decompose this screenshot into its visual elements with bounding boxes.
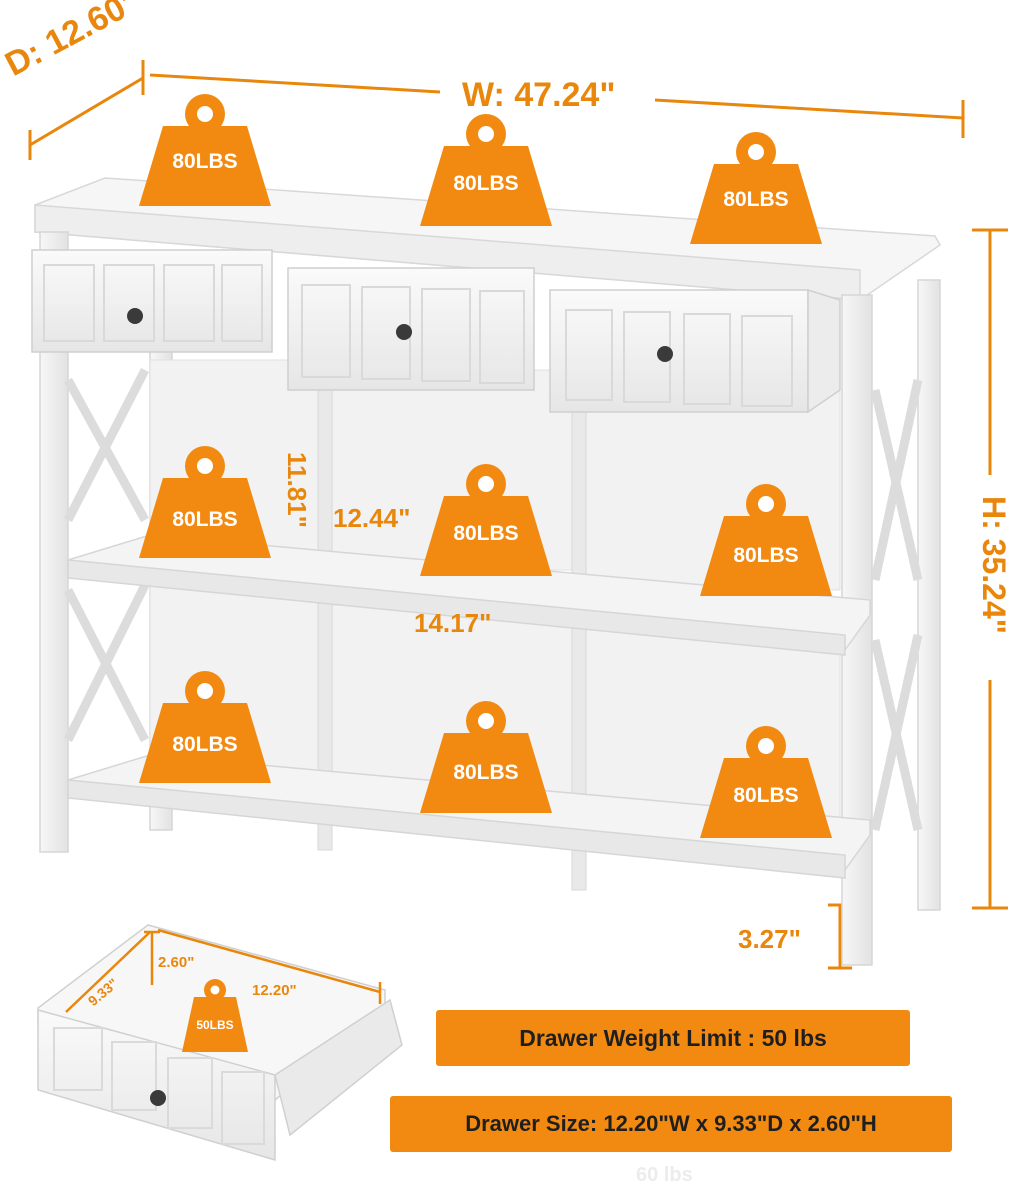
- weight-icon-top-right: 80LBS: [686, 126, 826, 276]
- drawer-size-text: Drawer Size: 12.20"W x 9.33"D x 2.60"H: [465, 1111, 877, 1136]
- table-top: [34, 177, 941, 301]
- drawers: [31, 249, 841, 414]
- weight-icon-top-left: 80LBS: [135, 88, 275, 238]
- width-dimension: W: 47.24": [462, 76, 616, 114]
- weight-icon-top-center: 80LBS: [416, 108, 556, 258]
- weight-icon-mid-center: 80LBS: [416, 458, 556, 608]
- shelf-height-dimension: 11.81": [282, 452, 312, 528]
- weight-icon-bottom-left: 80LBS: [135, 665, 275, 815]
- drawer-weight-limit-banner: Drawer Weight Limit : 50 lbs: [436, 1010, 910, 1066]
- weight-icon-bottom-right: 80LBS: [696, 720, 836, 870]
- shelf-depth-dimension: 12.44": [333, 503, 411, 533]
- weight-icon-mid-right: 80LBS: [696, 478, 836, 628]
- shelf-width-dimension: 14.17": [414, 608, 492, 638]
- drawer-width-dimension: 12.20": [252, 982, 297, 999]
- x-brace-left: [63, 367, 150, 743]
- drawer-weight-limit-text: Drawer Weight Limit : 50 lbs: [519, 1025, 827, 1051]
- drawer-size-banner: Drawer Size: 12.20"W x 9.33"D x 2.60"H: [390, 1096, 952, 1152]
- faded-weight-text: 60 lbs: [636, 1164, 693, 1186]
- weight-icon-mid-left: 80LBS: [135, 440, 275, 590]
- weight-icon-drawer: 50LBS: [180, 976, 250, 1056]
- drawer-height-dimension: 2.60": [158, 954, 195, 971]
- drawer-dimension-lines: [65, 928, 382, 1013]
- leg-clearance-dimension: 3.27": [738, 924, 801, 954]
- weight-icon-bottom-center: 80LBS: [416, 695, 556, 845]
- x-brace-right: [870, 379, 923, 831]
- height-dimension: H: 35.24": [976, 496, 1012, 634]
